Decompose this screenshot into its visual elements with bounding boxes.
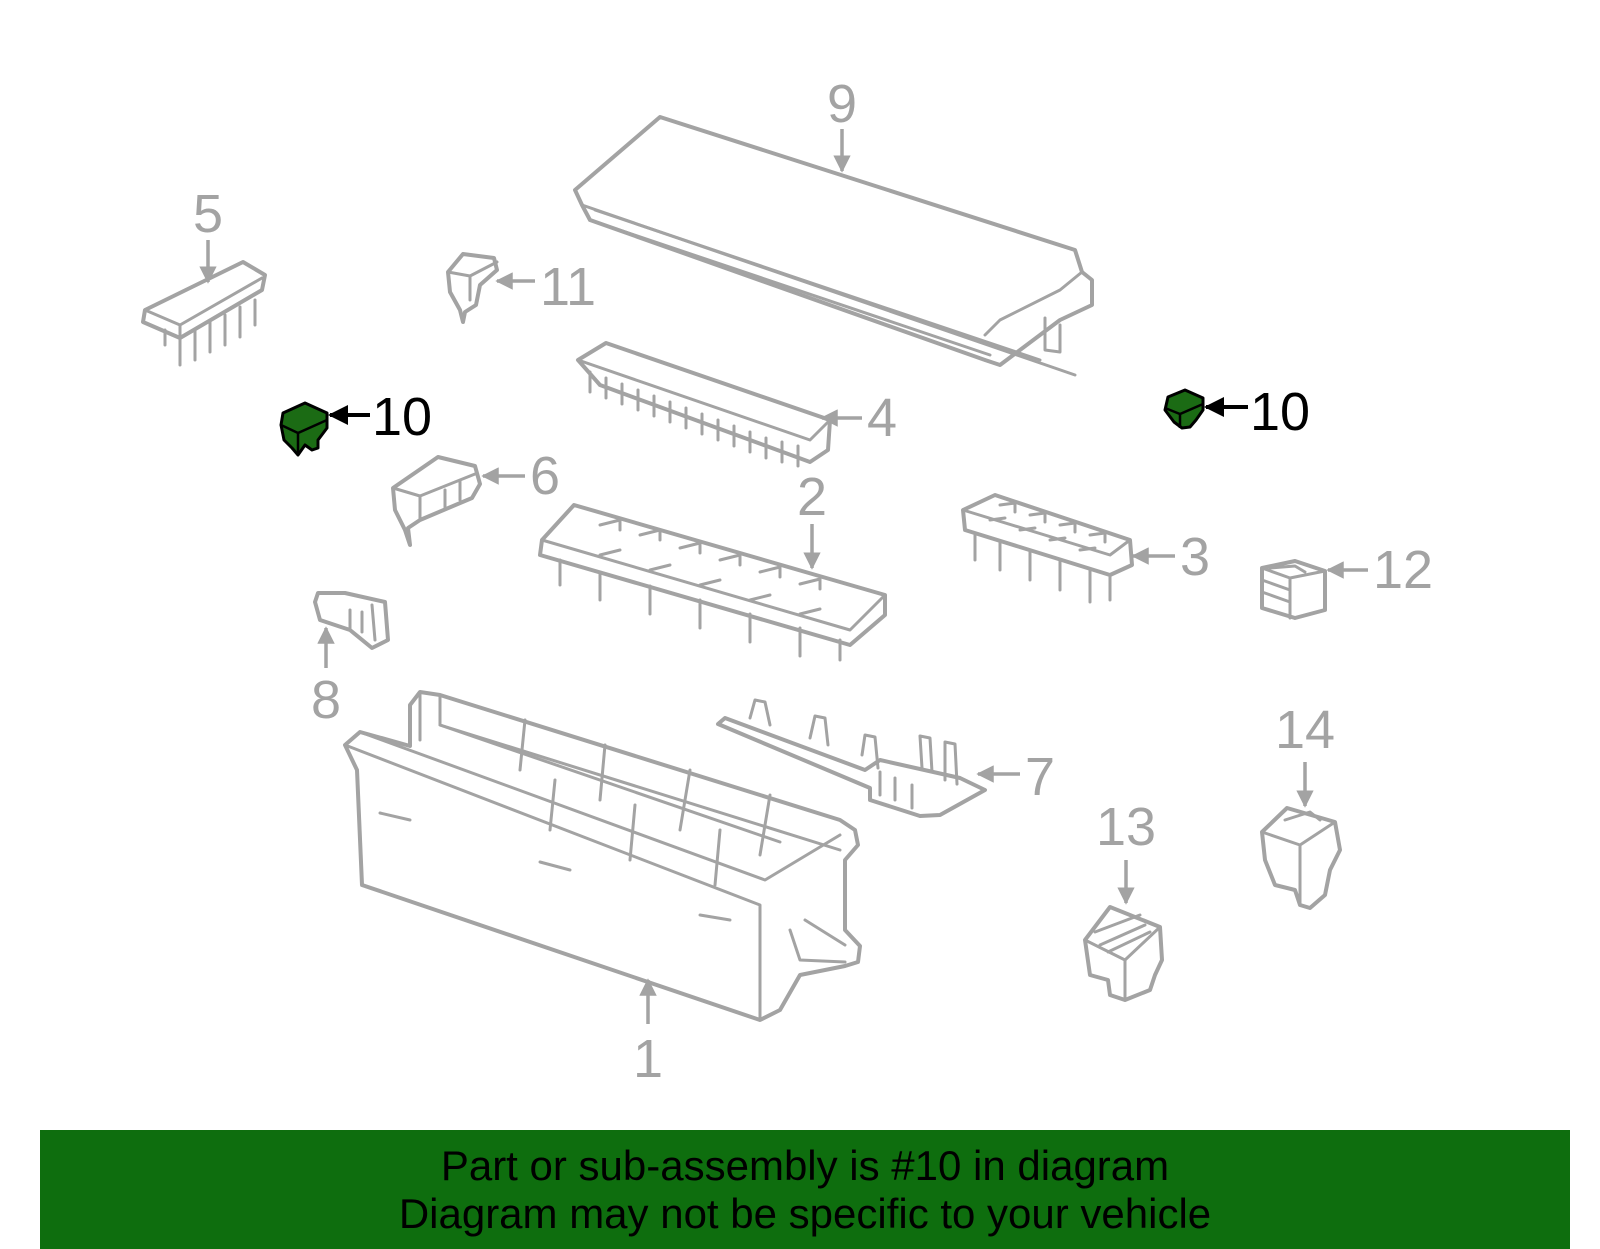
callout-5: 5 [193, 184, 223, 244]
callout-10-right[interactable]: 10 [1250, 382, 1310, 442]
part-9-cover [573, 115, 1094, 377]
banner-line-1: Part or sub-assembly is #10 in diagram [440, 1142, 1170, 1189]
callout-arrows [199, 129, 1368, 1024]
callout-6: 6 [530, 446, 560, 506]
callout-12: 12 [1373, 540, 1433, 600]
callout-11: 11 [540, 257, 596, 317]
part-2-relay-block [538, 503, 887, 662]
part-13-relay [1083, 905, 1164, 1002]
part-14-relay [1260, 806, 1342, 910]
part-11-clip [446, 252, 499, 324]
part-6-connector [391, 455, 482, 547]
banner-line-2: Diagram may not be specific to your vehi… [398, 1190, 1212, 1237]
callout-13: 13 [1096, 797, 1156, 857]
callout-4: 4 [867, 388, 897, 448]
parts-diagram: 9 5 11 4 6 2 3 12 8 7 13 14 1 10 10 [141, 74, 1433, 1089]
part-7-rail [716, 698, 987, 818]
part-3-relay-block [961, 493, 1134, 604]
callout-2: 2 [797, 467, 827, 527]
part-1-box [343, 690, 862, 1022]
part-5-connector [141, 260, 267, 367]
callout-9: 9 [827, 74, 857, 134]
info-banner: Part or sub-assembly is #10 in diagram D… [40, 1130, 1570, 1249]
part-4-fuse-block [576, 341, 832, 468]
callout-1: 1 [633, 1029, 663, 1089]
callout-14: 14 [1275, 700, 1335, 760]
callout-3: 3 [1180, 527, 1210, 587]
callout-7: 7 [1025, 747, 1055, 807]
callout-8: 8 [311, 670, 341, 730]
part-8-bracket [313, 591, 390, 650]
part-12-clip [1260, 559, 1327, 620]
part-10-right[interactable] [1163, 388, 1205, 430]
part-10-left[interactable] [279, 401, 329, 457]
callout-10-left[interactable]: 10 [372, 387, 432, 447]
